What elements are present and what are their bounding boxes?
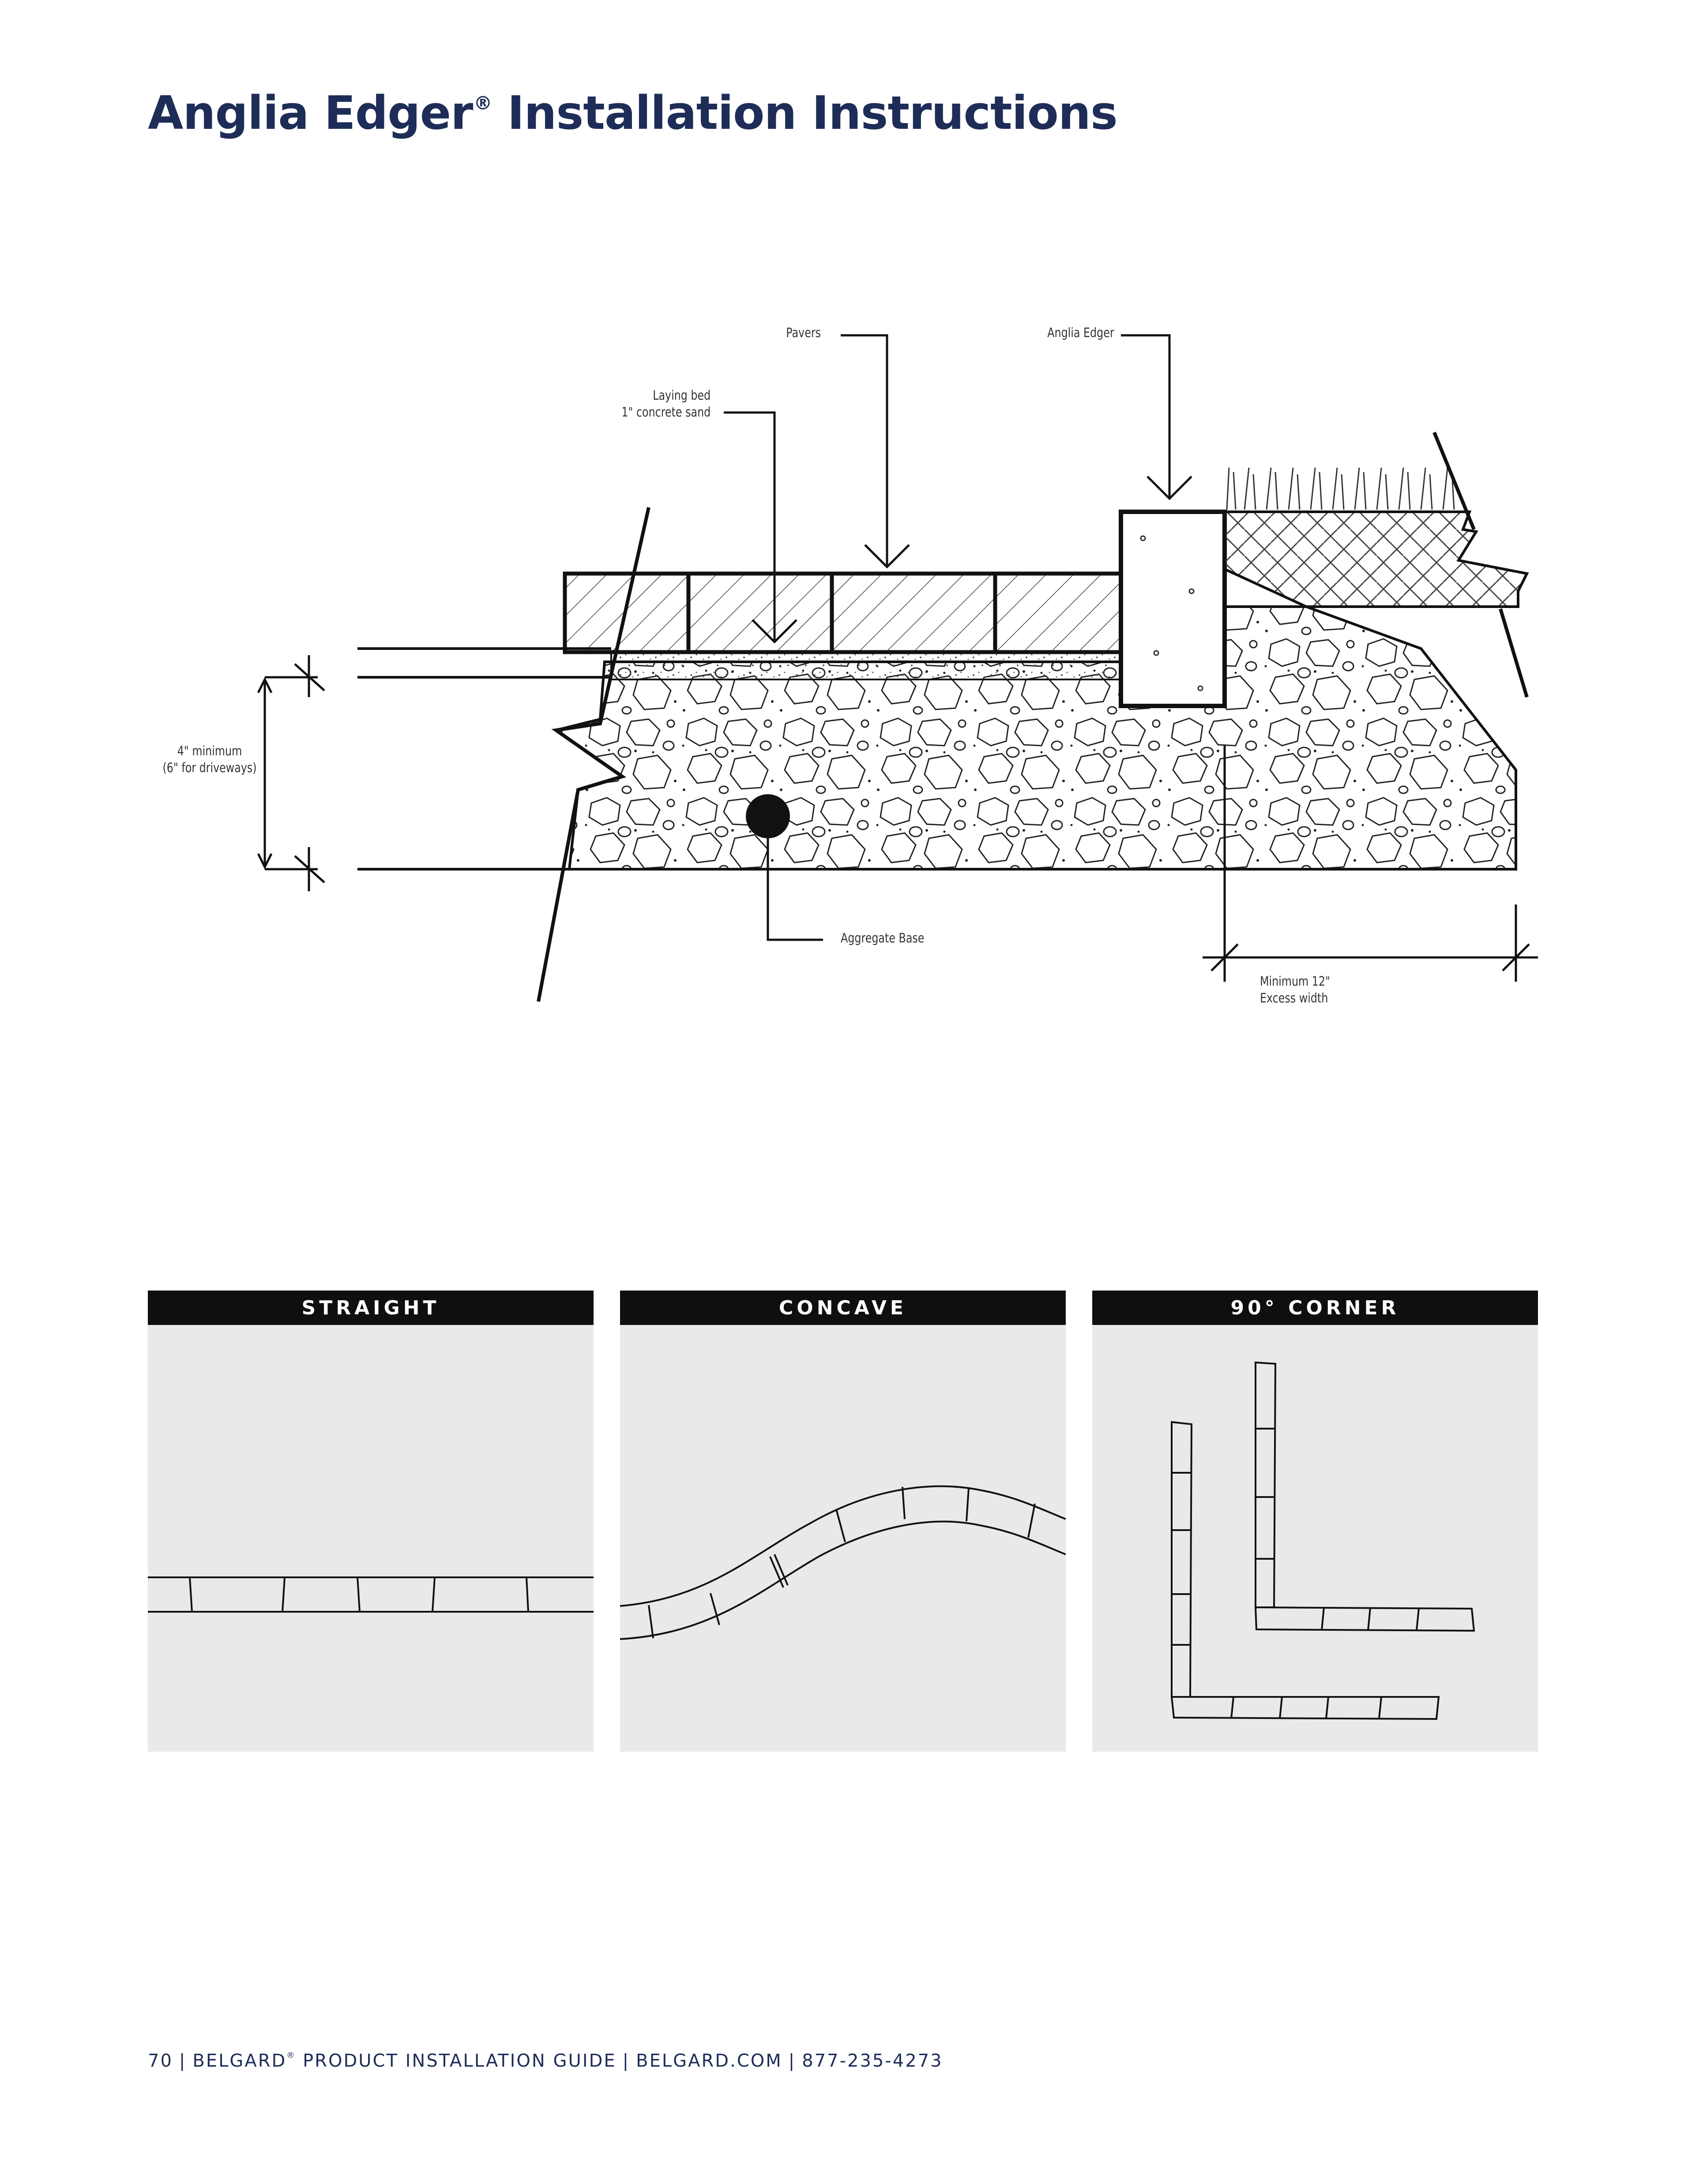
corner-edge-illustration (1170, 1361, 1475, 1720)
pavers-row (563, 571, 1123, 654)
leader-lines (724, 334, 1192, 941)
anglia-edger-block (1119, 510, 1227, 708)
excavation-right (1432, 432, 1529, 698)
paver (686, 571, 834, 654)
footer-guide-name: PRODUCT INSTALLATION GUIDE (303, 2051, 617, 2071)
anglia-edger-label: Anglia Edger (1047, 325, 1114, 340)
excess-width-line2: Excess width (1260, 991, 1328, 1006)
panel-title-straight: STRAIGHT (148, 1291, 594, 1325)
soil-layer (1223, 510, 1529, 608)
page-footer: 70|BELGARD® PRODUCT INSTALLATION GUIDE|B… (148, 2051, 943, 2071)
panel-title-concave: CONCAVE (620, 1291, 1066, 1325)
corner-panel: 90° CORNER (1092, 1291, 1538, 1752)
paver (993, 571, 1123, 654)
straight-edge-illustration (148, 1576, 594, 1613)
footer-website: BELGARD.COM (636, 2051, 782, 2071)
cross-section-diagram (257, 334, 1538, 1002)
excavation-left (537, 507, 650, 1002)
page-title: Anglia Edger® Installation Instructions (148, 86, 1118, 140)
title-brand: Anglia Edger (148, 86, 473, 140)
minimum-depth-line1: 4" minimum (177, 743, 242, 758)
page-number: 70 (148, 2051, 173, 2071)
excess-width-dimension (1203, 746, 1538, 982)
title-reg-mark: ® (474, 92, 492, 114)
minimum-depth-label: 4" minimum (6" for driveways) (150, 743, 270, 776)
minimum-depth-line2: (6" for driveways) (162, 760, 257, 775)
laying-bed-line2: 1" concrete sand (621, 405, 711, 420)
concave-panel: CONCAVE (620, 1291, 1066, 1752)
grass (1226, 467, 1455, 510)
paver (830, 571, 997, 654)
laying-bed-label: Laying bed 1" concrete sand (621, 387, 711, 420)
aggregate-base-label: Aggregate Base (841, 931, 925, 946)
depth-dimension (257, 655, 325, 891)
laying-bed-sand (610, 651, 1124, 680)
footer-separator: | (622, 2051, 630, 2071)
footer-brand: BELGARD (192, 2051, 287, 2071)
straight-panel: STRAIGHT (148, 1291, 594, 1752)
concave-edge-illustration (620, 1485, 1066, 1640)
excess-width-label: Minimum 12" Excess width (1260, 973, 1330, 1006)
footer-separator: | (179, 2051, 187, 2071)
drain-pipe-icon (746, 794, 790, 838)
title-suffix: Installation Instructions (507, 86, 1118, 140)
panel-title-corner: 90° CORNER (1092, 1291, 1538, 1325)
footer-separator: | (788, 2051, 796, 2071)
footer-phone: 877-235-4273 (802, 2051, 943, 2071)
excess-width-line1: Minimum 12" (1260, 974, 1330, 989)
laying-bed-line1: Laying bed (652, 388, 711, 403)
footer-reg-mark: ® (286, 2050, 296, 2060)
pavers-label: Pavers (786, 325, 821, 340)
